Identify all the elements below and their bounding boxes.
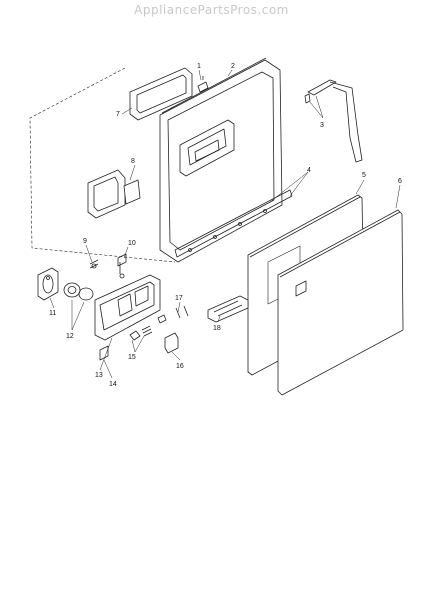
callout-13: 13	[95, 372, 103, 379]
callout-9: 9	[83, 238, 87, 245]
small-clip-part	[99, 345, 109, 361]
callout-3: 3	[320, 122, 324, 129]
pin-parts	[175, 305, 189, 319]
fastener-parts	[89, 253, 127, 279]
callout-5: 5	[362, 172, 366, 179]
callout-6: 6	[398, 178, 402, 185]
dispenser-assembly-part	[94, 274, 161, 341]
callout-14: 14	[109, 381, 117, 388]
callout-8: 8	[131, 158, 135, 165]
callout-10: 10	[128, 240, 136, 247]
dispenser-plate-part	[87, 169, 141, 219]
latch-bracket-part	[207, 295, 249, 323]
callout-11: 11	[49, 310, 56, 317]
dashed-assembly-outline	[29, 67, 176, 263]
gasket-window-part	[129, 67, 193, 121]
leader-lines	[49, 69, 401, 379]
callout-4: 4	[307, 167, 311, 174]
inner-door-panel-part	[159, 57, 293, 263]
callout-18: 18	[213, 325, 221, 332]
hinge-bracket-part	[304, 79, 363, 163]
latch-block-part	[164, 332, 179, 354]
callout-2: 2	[231, 63, 235, 70]
callout-12: 12	[66, 333, 74, 340]
callout-1: 1	[197, 63, 201, 70]
spring-parts	[129, 314, 167, 341]
callout-labels: 1 2 3 4 5 6 7 8 9 10 11 12 13 14 15 16 1…	[49, 63, 402, 388]
callout-17: 17	[175, 295, 183, 302]
callout-7: 7	[116, 111, 120, 118]
detergent-cup-part	[37, 267, 59, 301]
door-front-panel-part	[277, 209, 404, 396]
callout-15: 15	[128, 354, 136, 361]
callout-16: 16	[176, 363, 184, 370]
watermark: AppliancePartsPros.com	[134, 3, 289, 17]
seal-rings-part	[63, 282, 94, 301]
screw-part	[197, 76, 209, 93]
